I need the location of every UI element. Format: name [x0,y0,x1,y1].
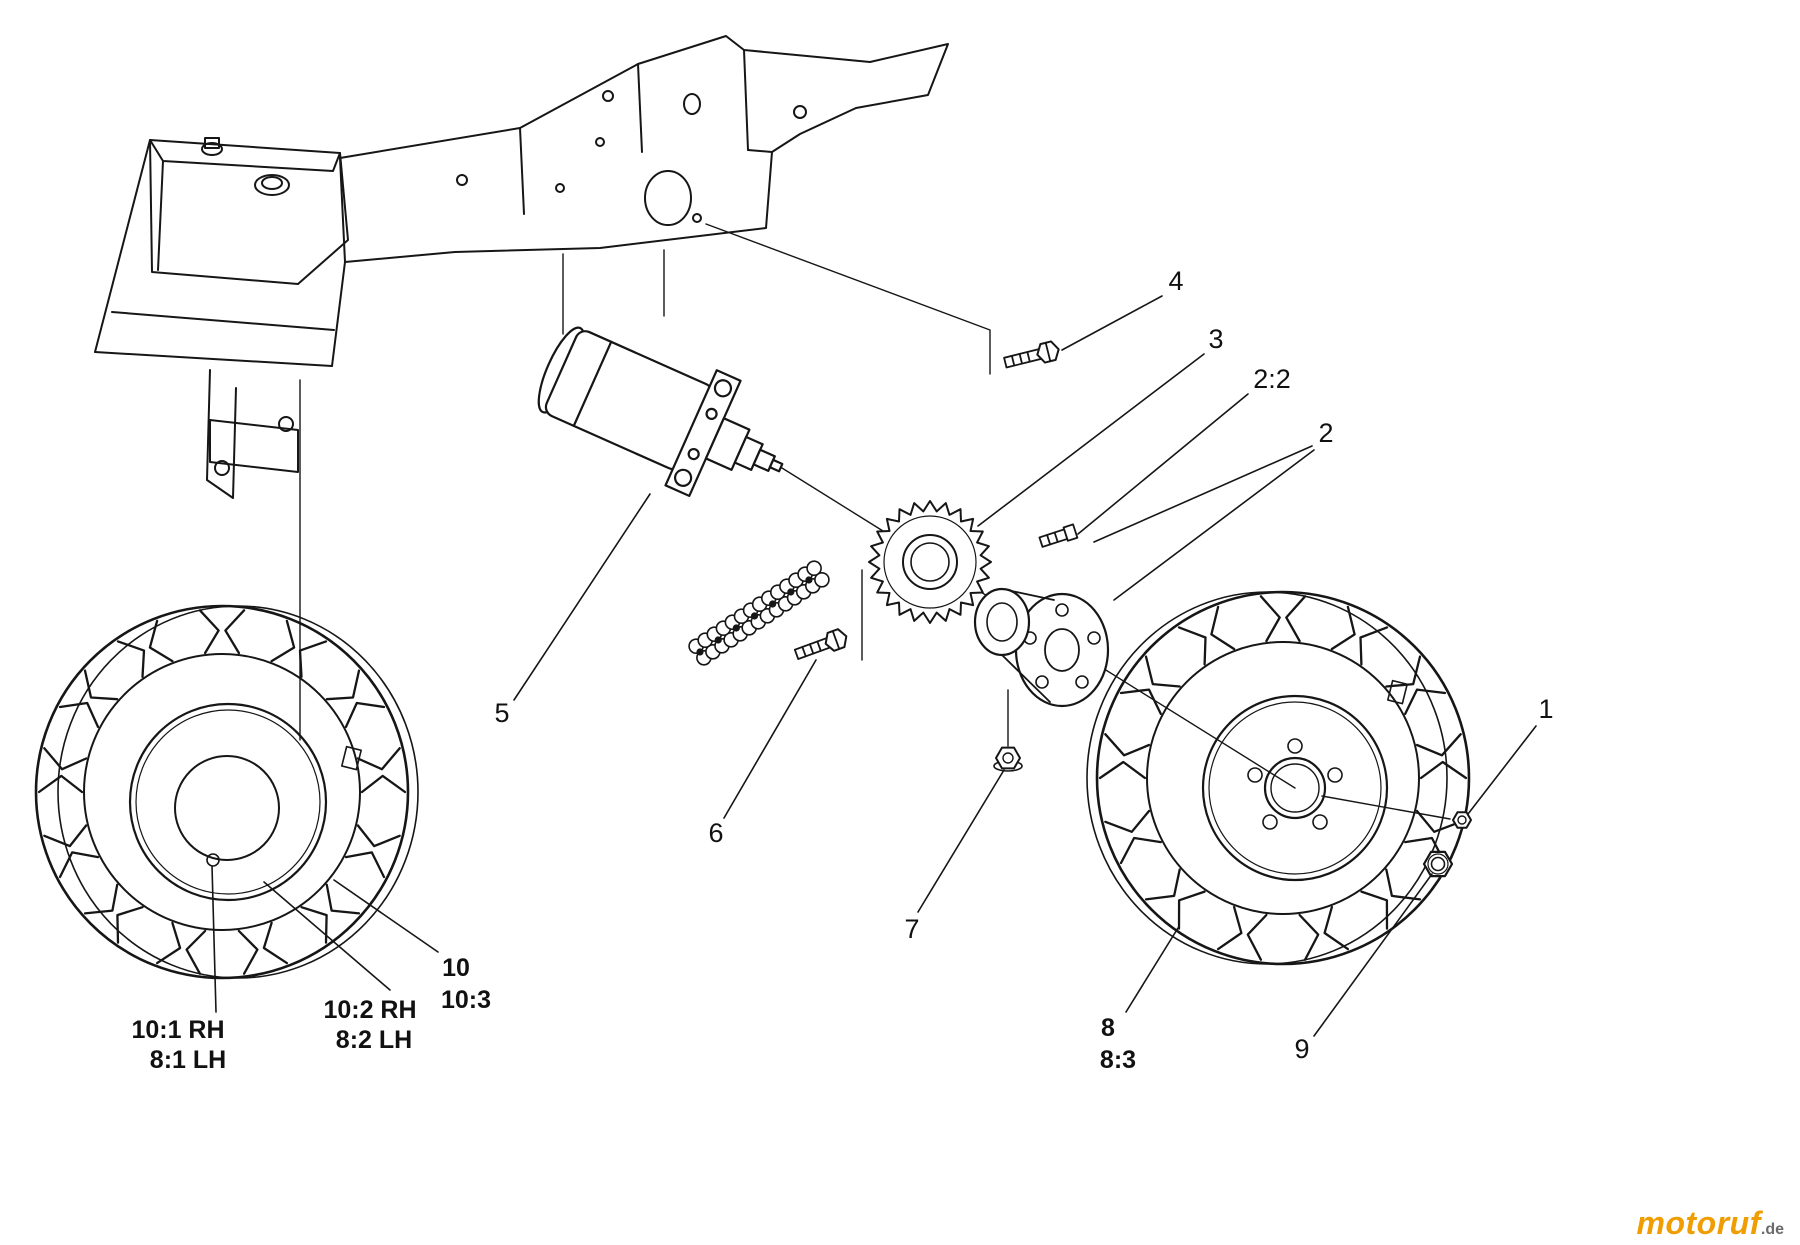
motoruf-brand-text: motoruf [1636,1205,1761,1241]
callout-2: 2 [1318,418,1333,448]
wheel-hub [973,587,1110,708]
callout-9: 9 [1294,1034,1309,1064]
left-wheel-valve [206,853,220,867]
fuel-tank [149,137,349,285]
right-tire [1086,590,1471,966]
left-tire-tread [37,609,407,975]
frame-brackets [94,139,346,499]
hydraulic-motor [537,326,784,498]
callout-8-2-lh: 8:2 LH [336,1026,412,1054]
fuel-cap [254,174,290,196]
callout-10-3: 10:3 [441,986,491,1014]
callout-10-1-rh: 10:1 RH [131,1016,224,1044]
right-wheel-rim [1201,694,1389,882]
callout-8: 8 [1101,1014,1115,1042]
nut-7 [993,746,1023,772]
drive-chain [688,560,830,666]
bolt-4 [1003,340,1060,369]
callout-6: 6 [708,818,723,848]
left-wheel-rim [128,702,328,902]
callout-7: 7 [904,914,919,944]
nut-1 [1452,811,1472,829]
callout-5: 5 [494,698,509,728]
motoruf-tld-text: .de [1760,1221,1784,1238]
callout-10-2-rh: 10:2 RH [323,996,416,1024]
callout-3: 3 [1208,324,1223,354]
motoruf-watermark: motoruf.de [1637,1207,1784,1239]
leader-lines [211,295,1537,1037]
callout-8-3: 8:3 [1100,1046,1136,1074]
bolt-6 [793,628,848,660]
chassis-frame [94,35,949,499]
right-tire-tread [1098,595,1468,961]
callout-2-2: 2:2 [1253,364,1291,394]
left-tire [34,604,419,980]
sprocket [868,500,992,624]
setscrew [1038,523,1079,548]
sprocket-teeth [868,500,992,624]
callout-10: 10 [442,954,470,982]
construction-lines [299,223,1451,820]
callout-1: 1 [1538,694,1553,724]
nut-9 [1422,850,1454,878]
callout-8-1-lh: 8:1 LH [150,1046,226,1074]
callout-4: 4 [1168,266,1183,296]
